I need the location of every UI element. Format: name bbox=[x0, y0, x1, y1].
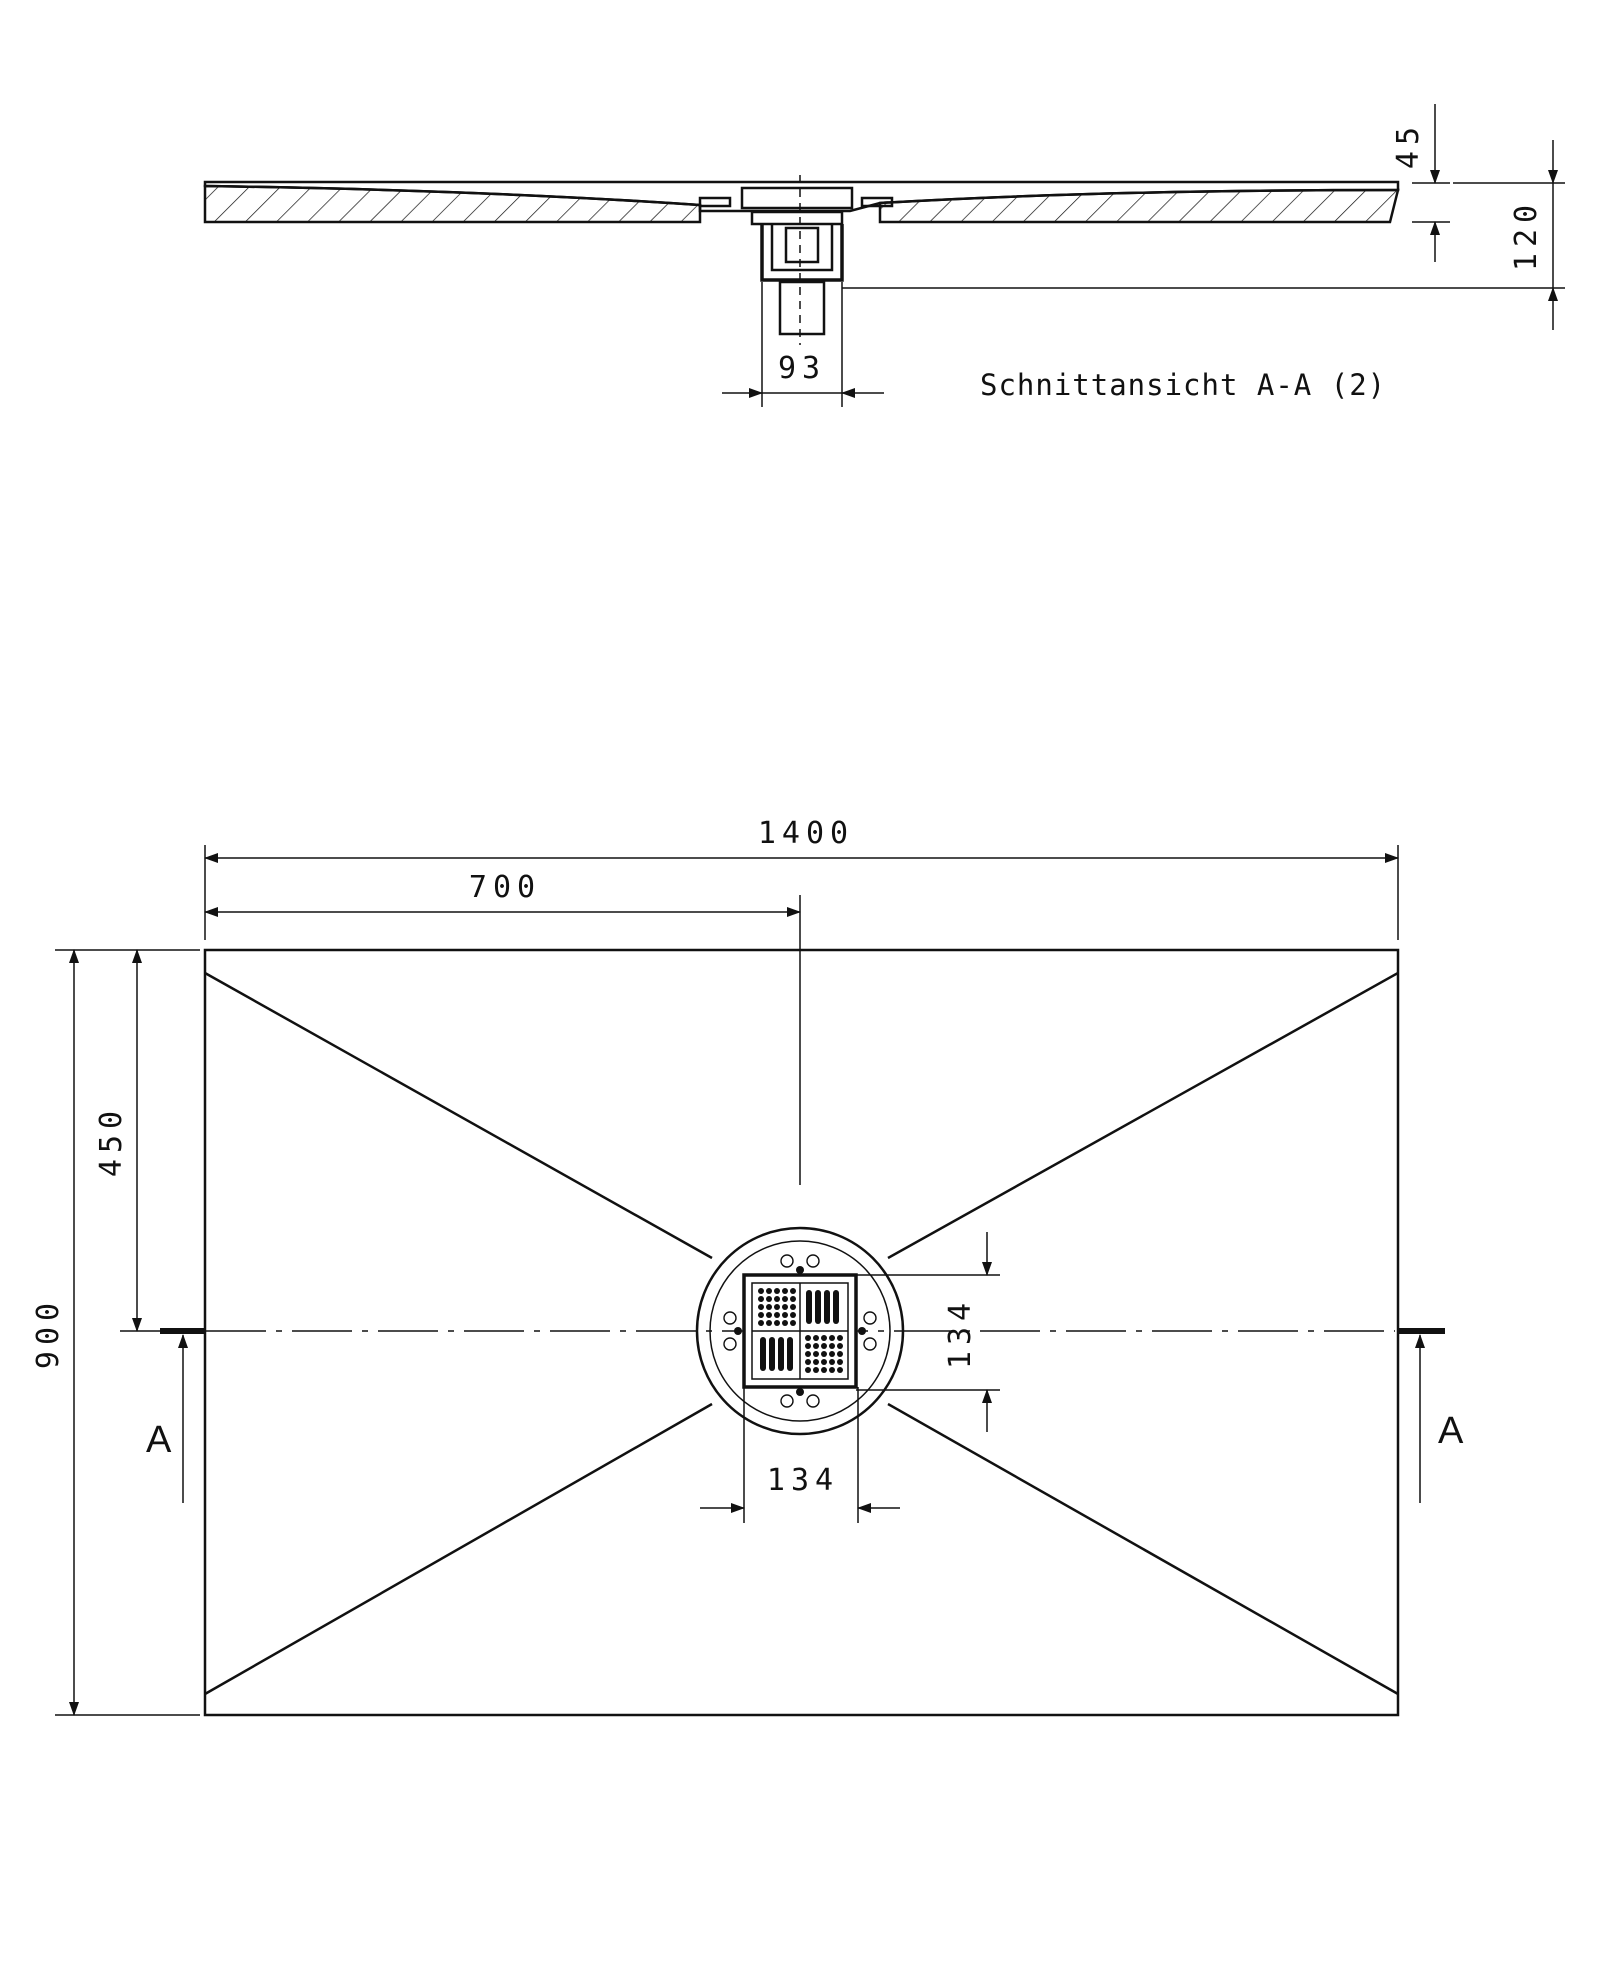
grate-hole bbox=[774, 1288, 780, 1294]
section-marker-right-label: A bbox=[1438, 1410, 1464, 1452]
grate-hole bbox=[805, 1351, 811, 1357]
grate-hole bbox=[782, 1296, 788, 1302]
grate-slot bbox=[833, 1290, 839, 1324]
grate-hole bbox=[813, 1367, 819, 1373]
grate-hole bbox=[782, 1288, 788, 1294]
grate-slot bbox=[824, 1290, 830, 1324]
grate-hole bbox=[813, 1359, 819, 1365]
section-marker-right: A bbox=[1398, 1328, 1464, 1503]
grate-hole bbox=[782, 1312, 788, 1318]
grate-hole bbox=[790, 1312, 796, 1318]
dim-grate-height-label: 134 bbox=[943, 1297, 978, 1369]
grate-hole bbox=[821, 1367, 827, 1373]
grate-hole bbox=[821, 1359, 827, 1365]
drain-plan bbox=[695, 1226, 905, 1436]
grate-hole bbox=[758, 1320, 764, 1326]
grate-hole bbox=[829, 1343, 835, 1349]
grate-slot bbox=[778, 1337, 784, 1371]
grate-hole bbox=[766, 1296, 772, 1302]
dim-drain-width-label: 93 bbox=[778, 351, 826, 386]
dim-half-width: 450 bbox=[94, 949, 142, 1332]
grate-hole bbox=[829, 1351, 835, 1357]
grate-hole bbox=[805, 1335, 811, 1341]
section-view: 45 120 93 Schnittansicht A-A (2) bbox=[203, 104, 1565, 407]
section-caption: Schnittansicht A-A (2) bbox=[980, 368, 1386, 402]
dim-half-length: 700 bbox=[204, 870, 801, 917]
grate-hole bbox=[758, 1304, 764, 1310]
grate-hole bbox=[813, 1351, 819, 1357]
grate-hole bbox=[766, 1288, 772, 1294]
grate-hole bbox=[790, 1320, 796, 1326]
dim-length: 1400 bbox=[204, 816, 1399, 940]
dim-half-width-label: 450 bbox=[94, 1105, 129, 1177]
grate-hole bbox=[758, 1312, 764, 1318]
grate-hole bbox=[758, 1288, 764, 1294]
dim-width-label: 900 bbox=[31, 1297, 66, 1369]
grate-hole bbox=[805, 1367, 811, 1373]
grate-hole bbox=[782, 1320, 788, 1326]
grate-hole bbox=[837, 1343, 843, 1349]
grate-hole bbox=[821, 1351, 827, 1357]
grate-hole bbox=[790, 1304, 796, 1310]
dim-half-length-label: 700 bbox=[469, 870, 541, 905]
dim-grate-width: 134 bbox=[700, 1387, 900, 1523]
grate-hole bbox=[837, 1359, 843, 1365]
dim-length-label: 1400 bbox=[758, 816, 854, 851]
grate-hole bbox=[774, 1320, 780, 1326]
plan-view: 1400 700 900 450 134 bbox=[31, 816, 1464, 1717]
dim-drain-width: 93 bbox=[722, 282, 884, 407]
grate-hole bbox=[837, 1335, 843, 1341]
grate-hole bbox=[774, 1296, 780, 1302]
grate-hole bbox=[829, 1359, 835, 1365]
grate-slot bbox=[806, 1290, 812, 1324]
grate-hole bbox=[805, 1343, 811, 1349]
grate-hole bbox=[790, 1288, 796, 1294]
section-marker-left: A bbox=[146, 1328, 205, 1503]
dim-grate-height: 134 bbox=[856, 1232, 1000, 1432]
drain-cross-section bbox=[698, 175, 894, 345]
grate-hole bbox=[821, 1343, 827, 1349]
drain-screw-holes bbox=[723, 1254, 877, 1408]
drain-grate bbox=[758, 1288, 843, 1373]
grate-hole bbox=[766, 1320, 772, 1326]
slope-lines bbox=[204, 971, 1399, 1696]
grate-hole bbox=[774, 1304, 780, 1310]
grate-hole bbox=[837, 1367, 843, 1373]
grate-hole bbox=[774, 1312, 780, 1318]
grate-hole bbox=[790, 1296, 796, 1302]
section-marker-left-label: A bbox=[146, 1419, 172, 1461]
grate-slot bbox=[787, 1337, 793, 1371]
grate-hole bbox=[829, 1335, 835, 1341]
grate-hole bbox=[813, 1335, 819, 1341]
grate-hole bbox=[813, 1343, 819, 1349]
grate-hole bbox=[766, 1312, 772, 1318]
dim-total-height: 120 bbox=[842, 140, 1565, 330]
grate-hole bbox=[758, 1296, 764, 1302]
grate-hole bbox=[821, 1335, 827, 1341]
grate-slot bbox=[769, 1337, 775, 1371]
dim-total-height-label: 120 bbox=[1509, 199, 1544, 271]
grate-hole bbox=[766, 1304, 772, 1310]
grate-hole bbox=[837, 1351, 843, 1357]
grate-slot bbox=[815, 1290, 821, 1324]
dim-grate-width-label: 134 bbox=[767, 1463, 839, 1498]
grate-hole bbox=[829, 1367, 835, 1373]
grate-hole bbox=[782, 1304, 788, 1310]
dim-width: 900 bbox=[31, 949, 200, 1716]
dim-top-thickness-label: 45 bbox=[1391, 121, 1426, 169]
grate-hole bbox=[805, 1359, 811, 1365]
dim-top-thickness: 45 bbox=[1391, 104, 1450, 262]
grate-slot bbox=[760, 1337, 766, 1371]
